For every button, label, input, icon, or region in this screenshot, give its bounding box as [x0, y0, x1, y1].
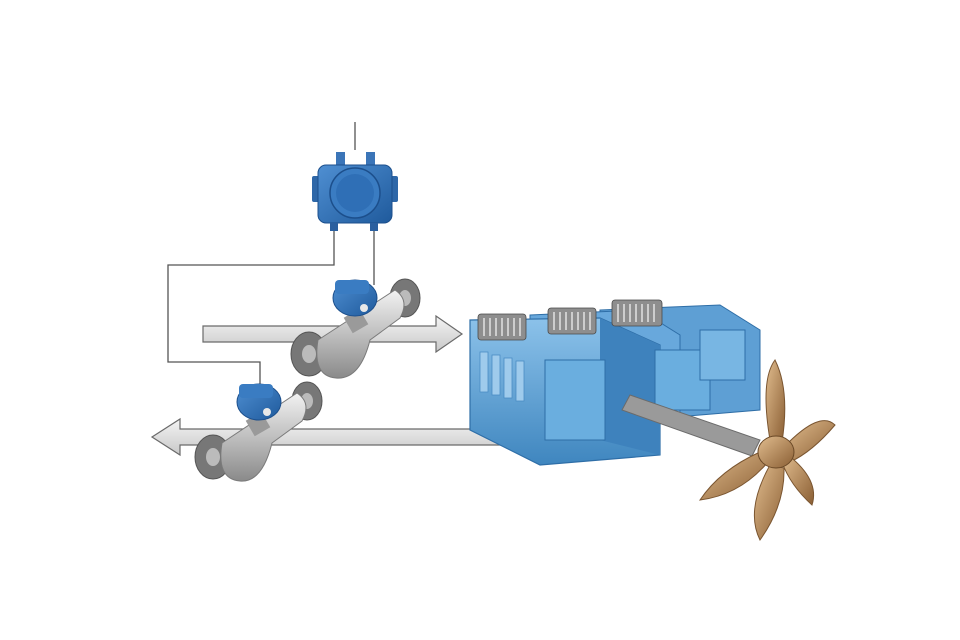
ship-propeller-icon: [621, 359, 836, 541]
junction-box-transmitter-icon: [312, 152, 398, 231]
marine-diesel-engine-icon: [469, 299, 761, 466]
wire-to-supply-meter: [167, 225, 335, 398]
supply-flow-meter: [290, 278, 421, 379]
return-flow-meter: [194, 381, 323, 482]
coriolis-flow-meter-icon: [290, 278, 421, 379]
coriolis-flow-meter-icon: [194, 381, 323, 482]
fuel-return-arrow: [150, 417, 556, 457]
signal-wires: [167, 122, 375, 398]
